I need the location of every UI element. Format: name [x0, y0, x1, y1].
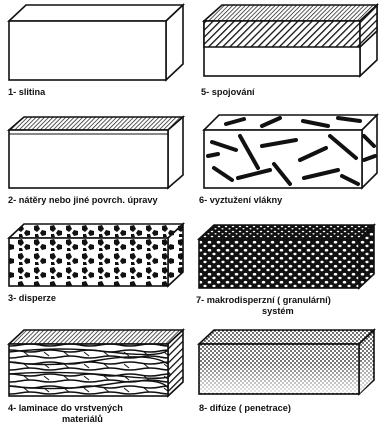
- box-lamination: [9, 330, 183, 396]
- box-dispersion: [9, 224, 183, 286]
- caption-coatings: 2- nátěry nebo jiné povrch. úpravy: [8, 195, 158, 205]
- box-fibers: [204, 115, 377, 188]
- caption-macrodispersion-line2: systém: [262, 306, 294, 316]
- caption-joining: 5- spojování: [201, 87, 255, 97]
- caption-dispersion: 3- disperze: [8, 293, 56, 303]
- caption-lamination: 4- laminace do vrstvených: [8, 403, 123, 413]
- caption-macrodispersion: 7- makrodisperzní ( granulární): [196, 295, 331, 305]
- box-diffusion: [199, 330, 374, 394]
- caption-alloy: 1- slitina: [8, 87, 46, 97]
- box-joining: [204, 5, 377, 76]
- box-alloy: [9, 5, 183, 80]
- caption-lamination-line2: materiálů: [62, 414, 103, 424]
- caption-diffusion: 8- difúze ( penetrace): [199, 403, 291, 413]
- caption-fibers: 6- vyztužení vlákny: [199, 195, 283, 205]
- box-coatings: [9, 117, 183, 188]
- box-macrodispersion: [199, 225, 374, 288]
